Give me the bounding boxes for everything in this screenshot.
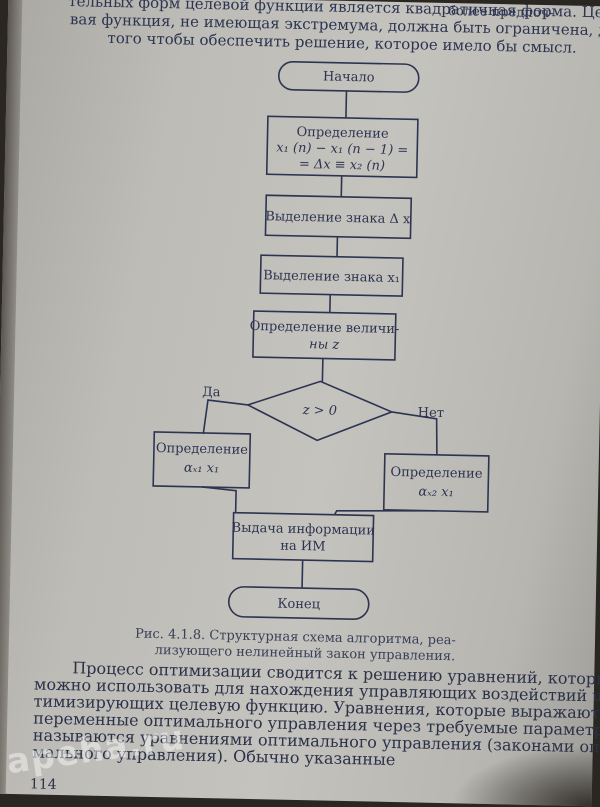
decision-label: z > 0 bbox=[301, 403, 337, 419]
block3-label: Выделение знака x₁ bbox=[263, 268, 400, 286]
end-label: Конец bbox=[277, 597, 320, 613]
block1-line3: = Δx ≡ x₂ (n) bbox=[299, 157, 385, 174]
output-line1: Выдача информации bbox=[231, 521, 375, 539]
right-block-line2: αₓ₂ x₁ bbox=[418, 485, 454, 501]
block4-line1: Определение величи- bbox=[250, 319, 400, 337]
start-label: Начало bbox=[323, 69, 375, 85]
corner-shadow bbox=[452, 743, 593, 806]
block1-line2: x₁ (n) − x₁ (n − 1) = bbox=[276, 140, 408, 158]
no-label: Нет bbox=[418, 405, 445, 421]
right-block-line1: Определение bbox=[390, 465, 483, 482]
left-block-line1: Определение bbox=[156, 441, 249, 458]
block2-label: Выделение знака Δ x bbox=[265, 209, 411, 227]
left-block-line2: αₓ₁ x₁ bbox=[184, 461, 220, 477]
output-line2: на ИМ bbox=[280, 539, 326, 555]
block1-line1: Определение bbox=[296, 125, 389, 142]
page-number: 114 bbox=[30, 776, 57, 793]
block4-line2: ны z bbox=[309, 337, 340, 353]
process-block-right bbox=[384, 454, 489, 512]
yes-label: Да bbox=[202, 385, 221, 400]
